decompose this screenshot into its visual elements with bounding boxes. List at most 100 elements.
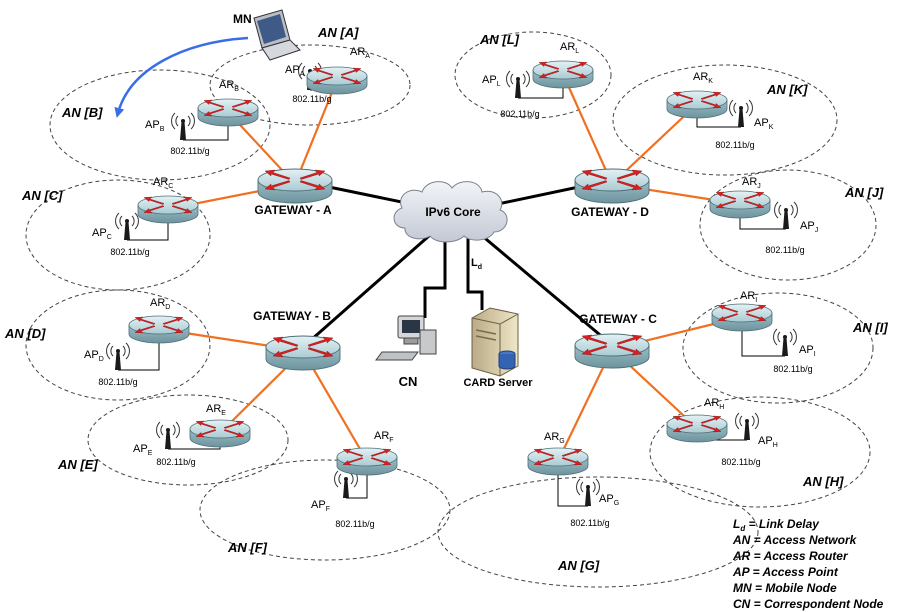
cn-link — [423, 235, 447, 318]
access-router-label: ARA — [350, 46, 370, 60]
access-network-label: AN [E] — [57, 457, 98, 472]
mobile-node-label: MN — [233, 12, 252, 26]
access-router-icon — [197, 98, 259, 127]
access-router-label: ARE — [206, 403, 226, 417]
gateway-router-icon — [574, 168, 650, 204]
access-network-zone-d — [25, 289, 211, 401]
wifi-standard-label: 802.11b/g — [110, 247, 149, 257]
access-network-zone-j — [699, 169, 877, 281]
access-router-label: ARG — [544, 431, 565, 445]
access-network-zone-k — [612, 64, 838, 176]
access-router-icon — [137, 195, 199, 224]
access-link-l — [561, 73, 614, 185]
access-network-zone-i — [682, 292, 874, 404]
access-router-label: ARH — [704, 397, 724, 411]
legend-entry: MN = Mobile Node — [733, 581, 837, 595]
gateway-label: GATEWAY - B — [253, 309, 331, 323]
card-server-label: CARD Server — [463, 377, 533, 389]
legend-entry: AN = Access Network — [732, 533, 858, 547]
access-point-label: APG — [599, 493, 619, 507]
access-router-label: ARJ — [742, 176, 761, 190]
access-router-icon — [666, 90, 728, 119]
access-network-label: AN [J] — [844, 185, 884, 200]
gateway-router-icon — [257, 168, 333, 204]
access-router-icon — [336, 447, 398, 476]
access-router-label: ARK — [693, 71, 713, 85]
access-router-icon — [306, 66, 368, 95]
wifi-standard-label: 802.11b/g — [500, 109, 539, 119]
gateway-label: GATEWAY - D — [571, 205, 649, 219]
access-router-label: ARD — [150, 297, 170, 311]
access-point-label: APH — [758, 435, 778, 449]
access-network-zone-g — [437, 476, 759, 588]
link-delay-label: Ld — [471, 257, 482, 271]
wifi-standard-label: 802.11b/g — [156, 457, 195, 467]
access-network-zone-b — [49, 69, 271, 181]
access-router-icon — [189, 419, 251, 448]
access-point-label: APK — [754, 117, 774, 131]
access-router-label: ARI — [740, 290, 757, 304]
ap-wire-g — [557, 473, 588, 507]
handover-arrow — [114, 36, 249, 118]
access-point-label: APD — [84, 349, 104, 363]
ap-wire-j — [739, 216, 786, 230]
access-router-icon — [666, 414, 728, 443]
access-network-zone-c — [25, 179, 211, 291]
access-network-zone-l — [454, 31, 612, 119]
access-point-icon — [115, 212, 139, 241]
wifi-standard-label: 802.11b/g — [765, 245, 804, 255]
ap-wire-c — [127, 221, 169, 241]
access-network-label: AN [A] — [317, 25, 359, 40]
correspondent-node-label: CN — [399, 374, 418, 389]
access-router-icon — [532, 60, 594, 89]
access-point-icon — [506, 70, 530, 99]
access-point-label: API — [799, 344, 816, 358]
correspondent-node-icon — [375, 315, 437, 361]
access-router-label: ARL — [560, 41, 579, 55]
access-point-label: APF — [311, 499, 330, 513]
access-network-label: AN [D] — [4, 326, 46, 341]
access-point-icon — [171, 112, 195, 141]
legend-entry: Ld = Link Delay — [733, 517, 820, 533]
access-point-icon — [774, 201, 798, 230]
access-network-zones — [25, 31, 877, 588]
access-point-icon — [735, 412, 759, 441]
mobile-node-icon — [253, 9, 301, 61]
network-nodes — [106, 9, 798, 507]
access-point-icon — [773, 328, 797, 357]
access-router-icon — [711, 303, 773, 332]
ap-wire-k — [696, 116, 741, 128]
access-router-label: ARF — [374, 430, 394, 444]
access-router-icon — [709, 190, 771, 219]
access-network-zone-h — [649, 396, 871, 508]
access-link-a — [293, 79, 339, 185]
wifi-standard-label: 802.11b/g — [715, 140, 754, 150]
ipv6-core-cloud-icon — [393, 181, 508, 243]
access-network-label: AN [H] — [802, 474, 844, 489]
ap-wire-i — [741, 329, 785, 357]
access-point-label: APE — [133, 443, 153, 457]
access-point-label: APL — [482, 74, 501, 88]
gateway-label: GATEWAY - A — [254, 203, 332, 217]
access-router-label: ARC — [153, 176, 173, 190]
access-router-icon — [527, 447, 589, 476]
access-point-icon — [334, 470, 358, 499]
card-server-link — [466, 235, 484, 310]
ap-wire-l — [518, 86, 564, 99]
ap-wire-f — [346, 473, 368, 499]
access-point-icon — [576, 478, 600, 507]
card-server-icon — [471, 307, 519, 377]
ipv6-core-label: IPv6 Core — [425, 205, 481, 219]
access-network-label: AN [K] — [766, 82, 808, 97]
access-network-label: AN [F] — [227, 540, 268, 555]
access-point-label: APA — [285, 64, 305, 78]
access-point-icon — [729, 99, 753, 128]
ap-wire-b — [183, 124, 229, 141]
wifi-standard-label: 802.11b/g — [98, 377, 137, 387]
access-network-label: AN [I] — [852, 320, 888, 335]
gateway-label: GATEWAY - C — [579, 312, 657, 326]
